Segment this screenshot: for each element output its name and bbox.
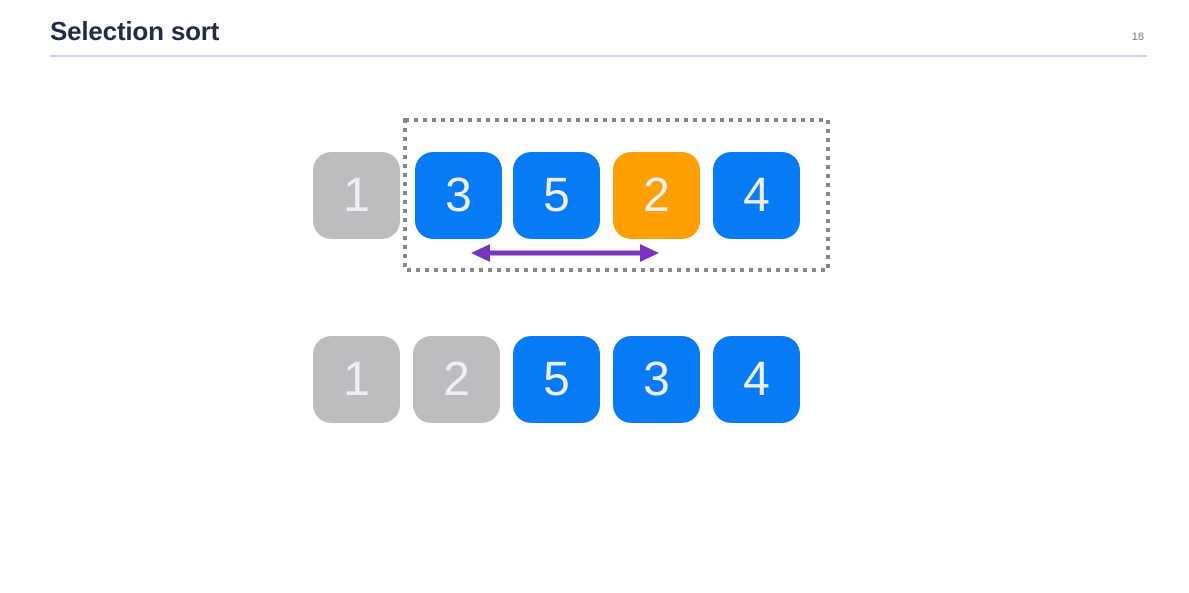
array-cell: 2 xyxy=(413,336,500,423)
array-cell: 4 xyxy=(713,336,800,423)
array-cell: 5 xyxy=(513,152,600,239)
array-cell: 3 xyxy=(613,336,700,423)
cell-value: 1 xyxy=(343,352,370,406)
title-divider xyxy=(50,55,1147,57)
slide-title: Selection sort xyxy=(50,16,220,46)
array-cell: 2 xyxy=(613,152,700,239)
unsorted-region-outline xyxy=(403,118,830,272)
cell-value: 5 xyxy=(543,352,570,406)
cell-value: 2 xyxy=(443,352,470,406)
page-number: 18 xyxy=(1131,31,1144,43)
array-cell: 5 xyxy=(513,336,600,423)
cell-value: 1 xyxy=(343,168,370,222)
cell-value: 3 xyxy=(445,168,472,222)
cell-value: 3 xyxy=(643,352,670,406)
array-cell: 4 xyxy=(713,152,800,239)
cell-value: 5 xyxy=(543,168,570,222)
cell-value: 4 xyxy=(743,168,770,222)
array-cell: 1 xyxy=(313,336,400,423)
swap-arrow-icon xyxy=(471,244,659,262)
cell-value: 2 xyxy=(643,168,670,222)
array-cell: 3 xyxy=(415,152,502,239)
cell-value: 4 xyxy=(743,352,770,406)
array-cell: 1 xyxy=(313,152,400,239)
